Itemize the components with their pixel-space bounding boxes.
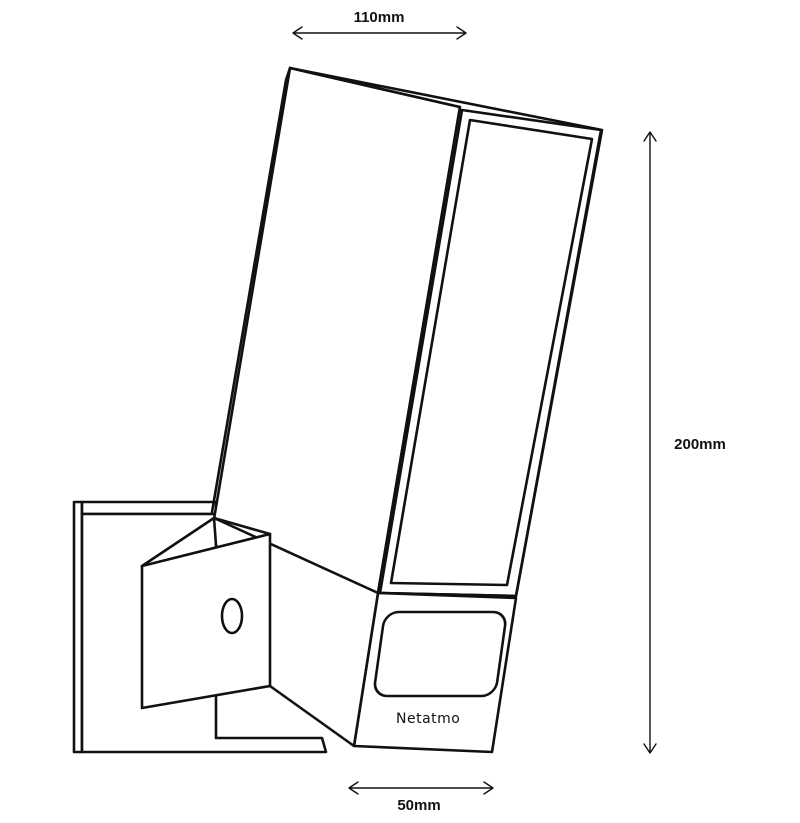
brand-label: Netatmo — [396, 711, 460, 727]
dimension-label-width-bottom: 50mm — [397, 797, 440, 814]
camera-lens-window — [373, 610, 507, 698]
sensor-module: Netatmo — [352, 591, 518, 754]
dimension-height: 200mm — [643, 131, 726, 754]
dimension-width-top: 110mm — [292, 9, 467, 40]
dimension-label-height: 200mm — [674, 436, 726, 453]
light-panel — [378, 108, 603, 598]
dimension-label-width-top: 110mm — [354, 9, 405, 26]
camera-body — [210, 66, 604, 598]
mount-screw-hole — [220, 597, 244, 635]
mount-arm — [140, 516, 380, 748]
dimension-width-bottom: 50mm — [348, 781, 494, 814]
